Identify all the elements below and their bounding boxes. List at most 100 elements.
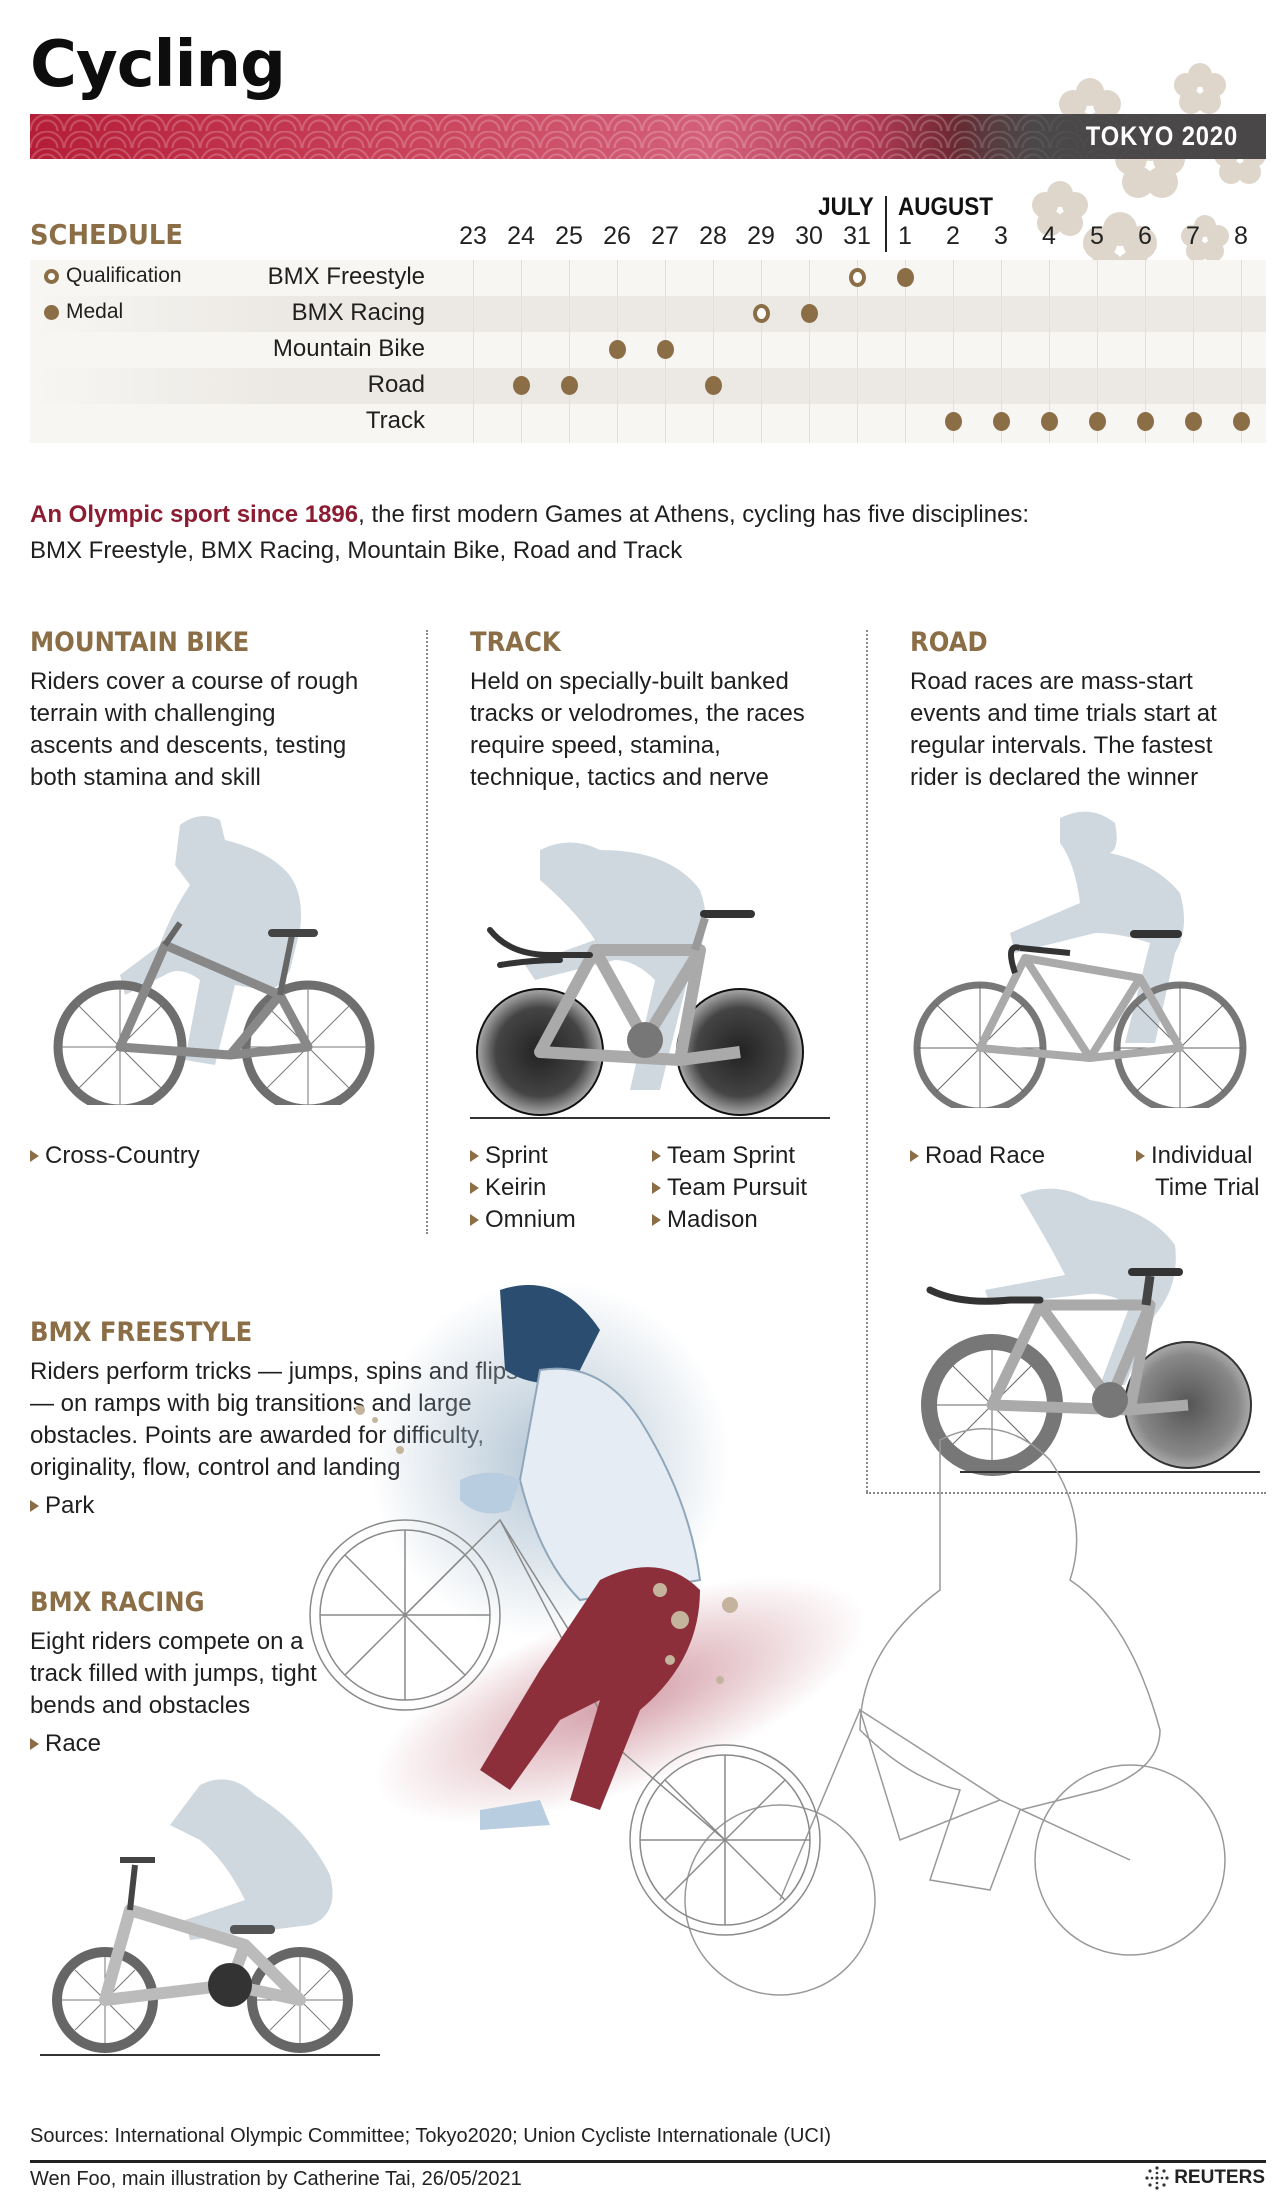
tokyo-2020-banner: TOKYO 2020 — [30, 114, 1266, 159]
day-label: 1 — [898, 222, 912, 250]
divider-dotted — [866, 1492, 1266, 1494]
row-label-bmx-racing: BMX Racing — [291, 299, 425, 326]
day-label: 27 — [651, 222, 679, 250]
grid-column-line — [857, 260, 858, 443]
medal-marker-icon — [801, 304, 818, 323]
bmx-bike-illustration-icon — [40, 1779, 380, 2056]
grid-column-line — [521, 260, 522, 443]
grid-column-line — [809, 260, 810, 443]
text-line: technique, tactics and nerve — [470, 764, 769, 791]
event-label-line1: Individual — [1136, 1140, 1259, 1172]
day-label: 4 — [1042, 222, 1056, 250]
day-label: 23 — [459, 222, 487, 250]
event-team-sprint: Team Sprint — [652, 1140, 807, 1172]
schedule-title: SCHEDULE — [30, 218, 183, 251]
section-title: ROAD — [910, 627, 988, 658]
credit-text: Wen Foo, main illustration by Catherine … — [30, 2168, 522, 2190]
text-line: regular intervals. The fastest — [910, 732, 1213, 759]
event-label: Race — [45, 1730, 102, 1757]
row-label-road: Road — [367, 371, 425, 398]
intro-highlight: An Olympic sport since 1896 — [30, 501, 359, 528]
event-label: Cross-Country — [45, 1142, 200, 1169]
bullet-triangle-icon — [652, 1214, 661, 1226]
intro-paragraph: An Olympic sport since 1896, the first m… — [30, 497, 1250, 569]
grid-column-line — [473, 260, 474, 443]
reuters-logo: REUTERS — [1145, 2166, 1265, 2190]
day-label: 26 — [603, 222, 631, 250]
section-description: Held on specially-built banked tracks or… — [470, 666, 805, 794]
grid-row-track — [30, 404, 1266, 440]
day-label: 6 — [1138, 222, 1152, 250]
event-madison: Madison — [652, 1204, 807, 1236]
grid-column-line — [1049, 260, 1050, 443]
bullet-triangle-icon — [30, 1738, 39, 1750]
medal-marker-icon — [1185, 412, 1202, 431]
month-august-label: AUGUST — [898, 193, 993, 222]
text-line: originality, flow, control and landing — [30, 1454, 401, 1481]
event-label: Omnium — [485, 1206, 576, 1233]
medal-marker-icon — [1233, 412, 1250, 431]
banner-label: TOKYO 2020 — [1085, 121, 1238, 151]
event-label: Individual — [1151, 1142, 1253, 1169]
divider-dotted — [426, 630, 428, 1234]
filled-circle-icon — [44, 304, 59, 320]
section-mountain-bike: MOUNTAIN BIKE Riders cover a course of r… — [30, 627, 358, 794]
event-label: Park — [45, 1492, 95, 1519]
grid-column-line — [905, 260, 906, 443]
event-label: Sprint — [485, 1142, 548, 1169]
section-title: BMX FREESTYLE — [30, 1317, 253, 1348]
section-track: TRACK Held on specially-built banked tra… — [470, 627, 805, 794]
medal-marker-icon — [561, 376, 578, 395]
time-trial-bike-illustration-icon — [921, 1188, 1260, 1476]
track-bike-illustration-icon — [470, 842, 830, 1119]
qualification-marker-icon — [753, 304, 770, 323]
legend-medal-label: Medal — [66, 300, 124, 323]
medal-marker-icon — [1089, 412, 1106, 431]
event-individual-time-trial: Individual Time Trial — [1136, 1140, 1259, 1204]
bullet-triangle-icon — [470, 1214, 479, 1226]
section-description: Road races are mass-start events and tim… — [910, 666, 1217, 794]
grid-column-line — [761, 260, 762, 443]
section-title: BMX RACING — [30, 1587, 205, 1618]
medal-marker-icon — [1137, 412, 1154, 431]
grid-row-bmx-racing — [30, 296, 1266, 332]
medal-marker-icon — [945, 412, 962, 431]
grid-column-line — [1001, 260, 1002, 443]
grid-row-road — [30, 368, 1266, 404]
bullet-triangle-icon — [470, 1150, 479, 1162]
event-road-race: Road Race — [910, 1140, 1045, 1172]
qualification-marker-icon — [849, 268, 866, 287]
day-label: 5 — [1090, 222, 1104, 250]
medal-marker-icon — [513, 376, 530, 395]
medal-marker-icon — [993, 412, 1010, 431]
august-text: AUGUST — [898, 193, 994, 221]
event-omnium: Omnium — [470, 1204, 576, 1236]
text-line: events and time trials start at — [910, 700, 1217, 727]
grid-column-line — [713, 260, 714, 443]
event-label-line2: Time Trial — [1136, 1172, 1259, 1204]
day-label: 2 — [946, 222, 960, 250]
row-label-track: Track — [365, 407, 425, 434]
day-label: 24 — [507, 222, 535, 250]
event-park: Park — [30, 1490, 518, 1522]
bullet-triangle-icon — [470, 1182, 479, 1194]
banner-fade — [946, 114, 1266, 159]
month-july-label: JULY — [818, 193, 873, 222]
day-label: 30 — [795, 222, 823, 250]
medal-marker-icon — [657, 340, 674, 359]
row-label-bmx-freestyle: BMX Freestyle — [267, 263, 425, 290]
mountain-bike-illustration-icon — [53, 816, 375, 1105]
text-line: Held on specially-built banked — [470, 668, 789, 695]
section-title: TRACK — [470, 627, 561, 658]
bullet-triangle-icon — [652, 1150, 661, 1162]
text-line: Road races are mass-start — [910, 668, 1193, 695]
bullet-triangle-icon — [30, 1500, 39, 1512]
text-line: ascents and descents, testing — [30, 732, 347, 759]
grid-column-line — [953, 260, 954, 443]
intro-line2: BMX Freestyle, BMX Racing, Mountain Bike… — [30, 537, 683, 564]
reuters-dots-icon — [1145, 2166, 1169, 2190]
text-line: terrain with challenging — [30, 700, 276, 727]
track-events-list: Sprint Keirin Omnium — [470, 1140, 576, 1236]
section-road: ROAD Road races are mass-start events an… — [910, 627, 1217, 794]
text-line: rider is declared the winner — [910, 764, 1199, 791]
